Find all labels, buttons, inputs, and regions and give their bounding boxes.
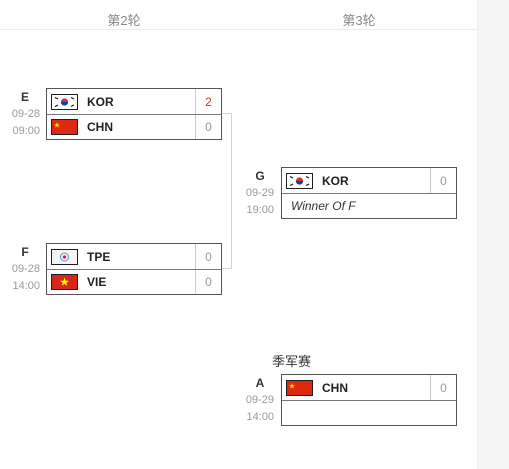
tpe-flag-icon	[51, 248, 78, 265]
team-score: 0	[430, 168, 456, 193]
vie-flag-icon	[51, 274, 78, 290]
team-score: 0	[430, 375, 456, 400]
kor-flag-icon	[286, 172, 313, 189]
match-id: E	[20, 90, 29, 104]
team-name: CHN	[322, 380, 348, 395]
bracket-connector	[222, 268, 232, 269]
team-score: 0	[195, 244, 221, 269]
bracket-connector	[222, 113, 232, 114]
team-row[interactable]: VIE 0	[47, 269, 221, 294]
match-date: 09-28	[11, 263, 40, 275]
match-time: 19:00	[246, 204, 274, 216]
scrollbar-track[interactable]	[477, 0, 509, 469]
team-name: KOR	[87, 94, 114, 109]
bronze-match-title: 季军赛	[272, 354, 312, 369]
match-id: G	[255, 169, 265, 183]
team-score: 0	[195, 270, 221, 294]
match-time: 14:00	[12, 280, 40, 292]
match-date: 09-28	[11, 108, 40, 120]
team-row[interactable]: CHN 0	[47, 114, 221, 139]
match-time: 14:00	[246, 411, 274, 423]
team-row[interactable]: KOR 0	[282, 168, 456, 193]
round-header-2: 第2轮	[107, 13, 141, 28]
match-box-e[interactable]: KOR 2 CHN 0	[46, 88, 222, 140]
team-name: KOR	[322, 173, 349, 188]
team-score: 2	[195, 89, 221, 114]
match-date: 09-29	[245, 394, 274, 406]
team-row[interactable]: CHN 0	[282, 375, 456, 400]
chn-flag-icon	[51, 119, 78, 135]
team-row[interactable]: TPE 0	[47, 244, 221, 269]
team-row[interactable]: KOR 2	[47, 89, 221, 114]
team-name: VIE	[87, 275, 107, 289]
team-name: TPE	[87, 249, 111, 264]
match-id: F	[21, 245, 29, 259]
match-box-g[interactable]: KOR 0 Winner Of F	[281, 167, 457, 219]
bracket-connector	[231, 113, 232, 269]
match-time: 09:00	[12, 125, 40, 137]
team-row-placeholder[interactable]: Winner Of F	[282, 193, 456, 218]
match-id: A	[255, 376, 265, 390]
team-row-placeholder[interactable]	[282, 400, 456, 425]
match-box-f[interactable]: TPE 0 VIE 0	[46, 243, 222, 295]
chn-flag-icon	[286, 379, 313, 396]
team-name: CHN	[87, 120, 113, 134]
kor-flag-icon	[51, 93, 78, 110]
team-score: 0	[195, 115, 221, 139]
header-divider	[0, 29, 477, 30]
match-box-a[interactable]: CHN 0	[281, 374, 457, 426]
match-date: 09-29	[245, 187, 274, 199]
round-header-3: 第3轮	[342, 13, 376, 28]
placeholder-text: Winner Of F	[291, 199, 356, 213]
